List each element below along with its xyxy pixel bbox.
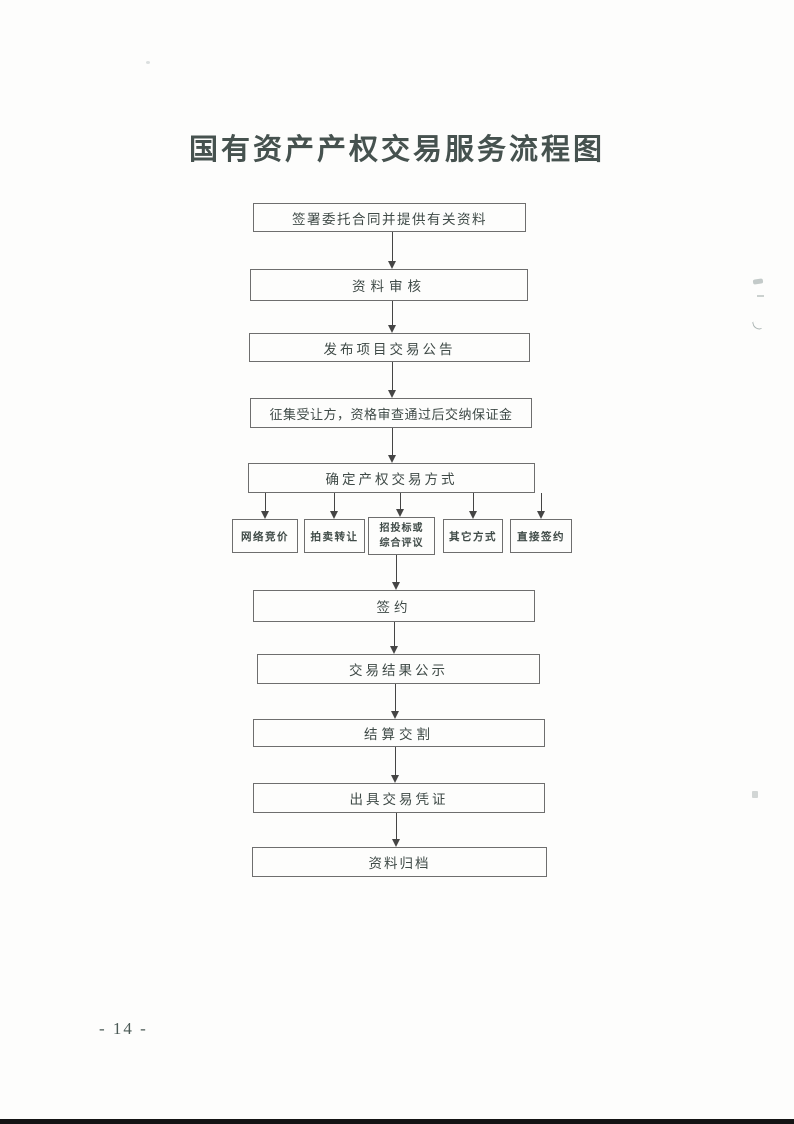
method-label-line2: 综合评议: [379, 538, 424, 549]
method-auction-transfer: 拍卖转让: [304, 519, 365, 553]
arrow-down-icon: [388, 428, 397, 463]
arrow-down-icon: [469, 493, 478, 519]
arrow-down-icon: [537, 493, 546, 519]
flow-step-issue-certificate: 出具交易凭证: [253, 783, 545, 813]
flow-step-publish-announcement: 发布项目交易公告: [249, 333, 530, 362]
arrow-down-icon: [391, 684, 400, 719]
flow-step-solicit-transferees: 征集受让方，资格审查通过后交纳保证金: [250, 398, 532, 428]
scan-edge-bar: [0, 1119, 794, 1124]
page-title: 国有资产产权交易服务流程图: [188, 134, 605, 166]
method-label-line1: 招投标或: [379, 522, 424, 534]
flow-step-sign-entrust-contract: 签署委托合同并提供有关资料: [253, 203, 526, 232]
flow-step-determine-trade-method: 确定产权交易方式: [248, 463, 535, 493]
flow-step-archive-materials: 资料归档: [252, 847, 547, 877]
page-number: - 14 -: [99, 1019, 148, 1038]
scan-speck: [757, 295, 764, 297]
arrow-down-icon: [261, 493, 270, 519]
method-tender-or-evaluation: 招投标或 综合评议: [368, 517, 435, 555]
arrow-down-icon: [396, 493, 405, 517]
arrow-down-icon: [391, 747, 400, 783]
flow-step-result-publicity: 交易结果公示: [257, 654, 540, 684]
arrow-down-icon: [388, 232, 397, 269]
arrow-down-icon: [390, 622, 399, 654]
flow-step-material-review: 资料审核: [250, 269, 528, 301]
scan-speck: [146, 61, 150, 64]
scan-speck: [752, 320, 762, 331]
method-direct-signing: 直接签约: [510, 519, 572, 553]
arrow-down-icon: [388, 301, 397, 333]
arrow-down-icon: [392, 813, 401, 847]
arrow-down-icon: [392, 555, 401, 590]
flow-step-sign-agreement: 签约: [253, 590, 535, 622]
arrow-down-icon: [330, 493, 339, 519]
scan-speck: [752, 278, 764, 285]
scan-speck: [752, 791, 758, 798]
method-other: 其它方式: [443, 519, 503, 553]
arrow-down-icon: [388, 362, 397, 398]
method-online-bidding: 网络竞价: [232, 519, 298, 553]
flow-step-settlement-delivery: 结算交割: [253, 719, 545, 747]
